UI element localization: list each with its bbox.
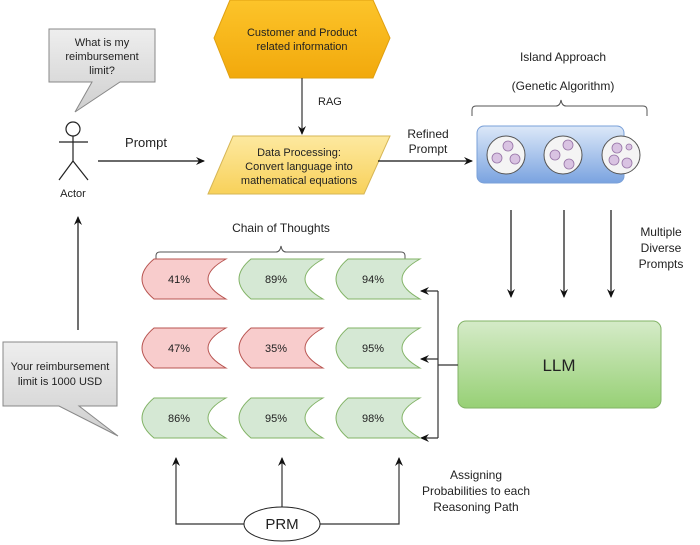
- chain-step-value: 89%: [265, 274, 287, 286]
- island-subtitle: (Genetic Algorithm): [512, 79, 615, 93]
- prm-node: PRM: [243, 506, 321, 542]
- llm-label: LLM: [542, 356, 575, 375]
- multiple-prompts-line-1: Multiple: [640, 225, 682, 239]
- llm-box: LLM: [457, 320, 662, 409]
- chain-grid: 41% 89% 94% 47% 35% 95% 86% 95% 98%: [141, 258, 422, 439]
- question-line-3: limit?: [89, 65, 115, 77]
- chain-step: 98%: [335, 397, 422, 439]
- island-1: [486, 135, 526, 175]
- island-2: [543, 135, 583, 175]
- assigning-line-1: Assigning: [450, 468, 502, 482]
- llm-to-chain-connector: [420, 287, 458, 442]
- question-line-1: What is my: [75, 37, 130, 49]
- chain-step: 95%: [238, 397, 325, 439]
- chain-step-value: 98%: [362, 413, 384, 425]
- high-probability-shape: [238, 397, 325, 439]
- low-probability-shape: [238, 327, 325, 369]
- chain-step: 94%: [335, 258, 422, 300]
- chain-step-value: 35%: [265, 343, 287, 355]
- low-probability-shape: [141, 258, 228, 300]
- prm-label: PRM: [265, 516, 298, 533]
- chain-step-value: 94%: [362, 274, 384, 286]
- hexagon-line-1: Customer and Product: [247, 27, 357, 39]
- chain-title: Chain of Thoughts: [232, 221, 330, 235]
- multiple-prompts-line-3: Prompts: [639, 257, 684, 271]
- hexagon-line-2: related information: [256, 41, 347, 53]
- chain-brace: [155, 245, 406, 262]
- refined-prompt-line-2: Prompt: [409, 142, 448, 156]
- actor-label: Actor: [60, 188, 86, 200]
- island-title: Island Approach: [520, 50, 606, 64]
- island-3: [601, 135, 641, 175]
- assigning-line-2: Probabilities to each: [422, 484, 530, 498]
- answer-line-1: Your reimbursement: [11, 361, 110, 373]
- chain-step: 89%: [238, 258, 325, 300]
- high-probability-shape: [335, 258, 422, 300]
- question-callout: What is my reimbursement limit?: [48, 28, 156, 113]
- high-probability-shape: [335, 397, 422, 439]
- data-proc-line-1: Data Processing:: [257, 147, 341, 159]
- high-probability-shape: [141, 397, 228, 439]
- data-proc-line-3: mathematical equations: [241, 175, 358, 187]
- data-proc-line-2: Convert language into: [245, 161, 353, 173]
- prompt-label: Prompt: [125, 135, 167, 150]
- island-brace: [471, 99, 648, 116]
- low-probability-shape: [141, 327, 228, 369]
- high-probability-shape: [238, 258, 325, 300]
- chain-step-value: 47%: [168, 343, 190, 355]
- chain-step: 86%: [141, 397, 228, 439]
- chain-step: 95%: [335, 327, 422, 369]
- data-processing-box: Data Processing: Convert language into m…: [207, 135, 391, 195]
- question-line-2: reimbursement: [65, 51, 138, 63]
- answer-line-2: limit is 1000 USD: [18, 376, 102, 388]
- prm-connectors: [172, 457, 403, 525]
- chain-step-value: 86%: [168, 413, 190, 425]
- chain-step: 35%: [238, 327, 325, 369]
- customer-product-hexagon: Customer and Product related information: [213, 0, 391, 79]
- chain-step-value: 41%: [168, 274, 190, 286]
- island-container: [476, 125, 641, 184]
- chain-step-value: 95%: [265, 413, 287, 425]
- chain-step-value: 95%: [362, 343, 384, 355]
- rag-label: RAG: [318, 96, 342, 108]
- refined-prompt-line-1: Refined: [407, 127, 448, 141]
- chain-step: 41%: [141, 258, 228, 300]
- high-probability-shape: [335, 327, 422, 369]
- answer-callout: Your reimbursement limit is 1000 USD: [2, 341, 119, 437]
- chain-step: 47%: [141, 327, 228, 369]
- multiple-prompts-line-2: Diverse: [641, 241, 682, 255]
- assigning-line-3: Reasoning Path: [433, 500, 518, 514]
- actor-icon: [58, 121, 89, 181]
